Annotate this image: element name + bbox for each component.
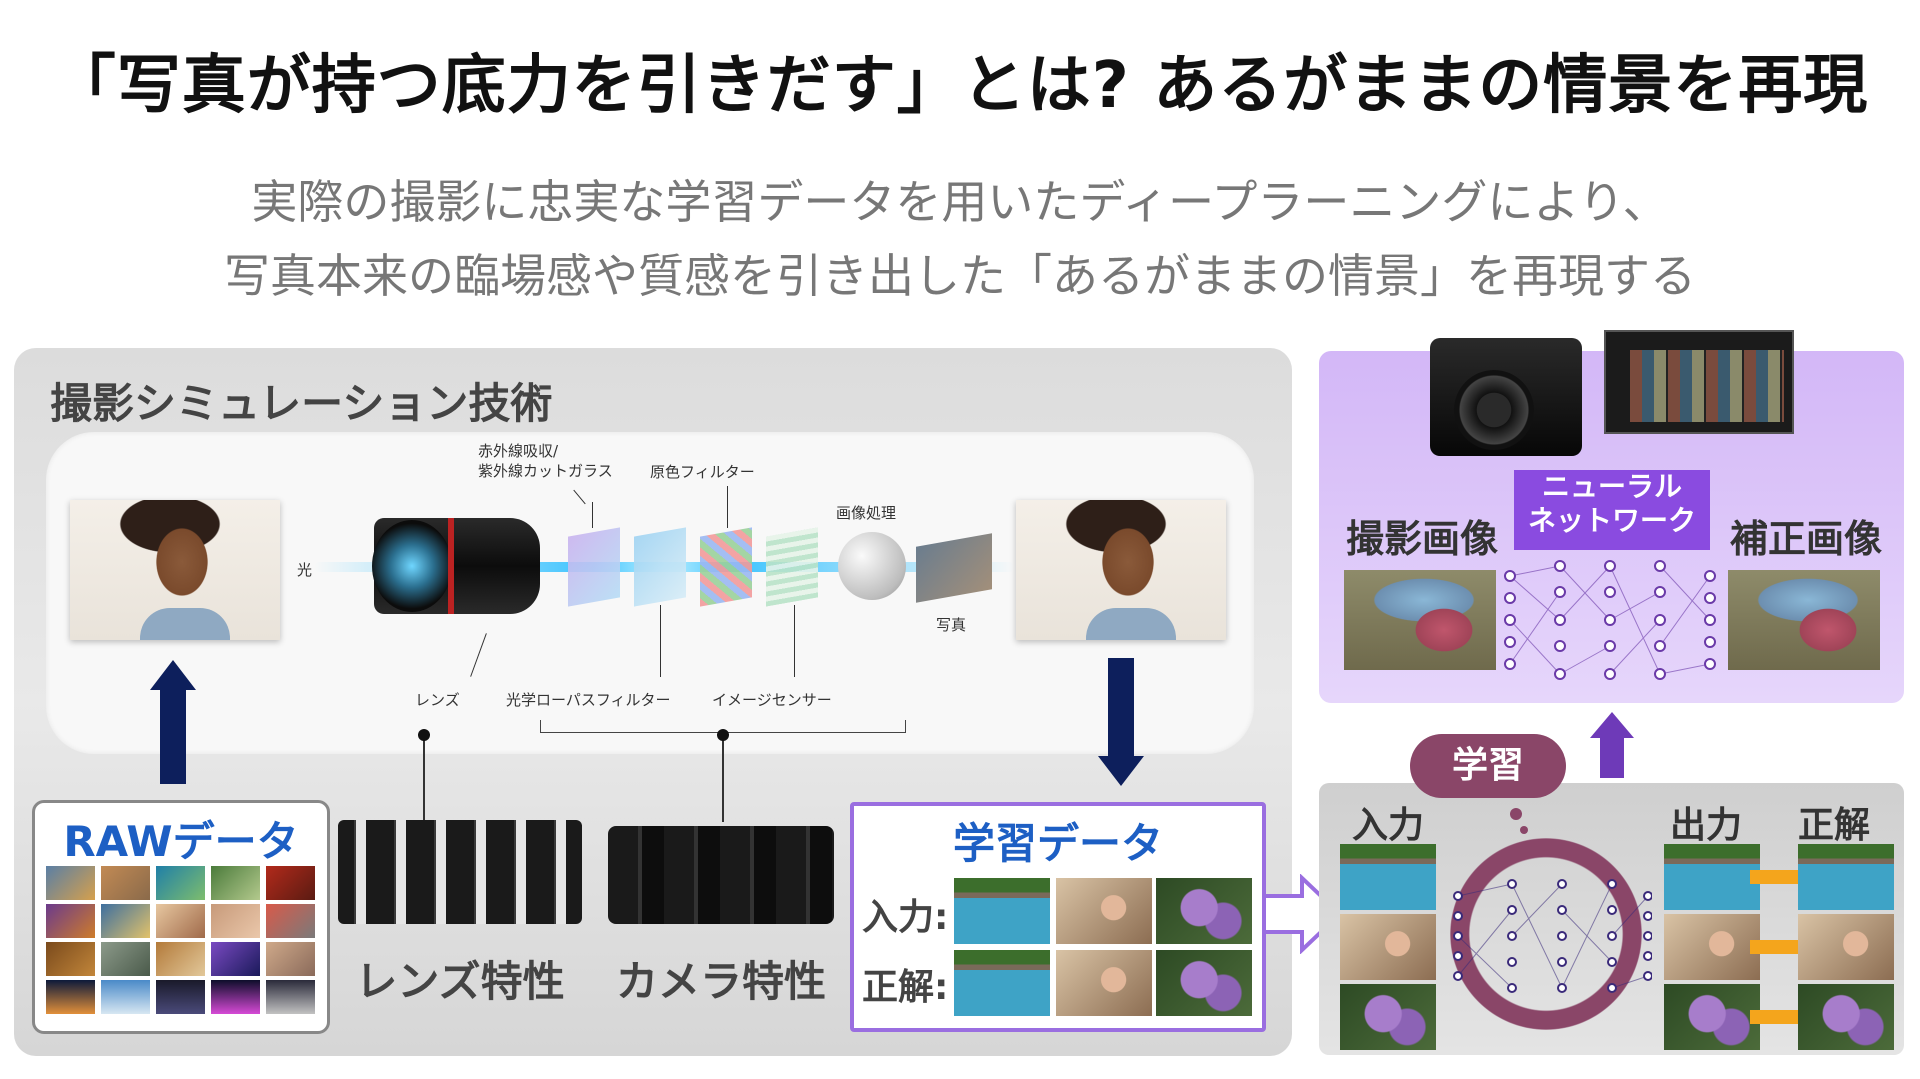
raw-thumb xyxy=(266,942,315,976)
rb-output-door xyxy=(1664,844,1760,910)
rb-output-people xyxy=(1664,914,1760,980)
raw-thumb xyxy=(101,942,150,976)
output-photo xyxy=(1016,500,1226,640)
camera-lens-image xyxy=(1454,370,1534,450)
camera-characteristics-label: カメラ特性 xyxy=(615,957,826,1006)
raw-data-title: RAWデータ xyxy=(63,817,299,866)
rb-answer-people xyxy=(1798,914,1894,980)
training-answer-flower xyxy=(1156,950,1252,1016)
down-arrow-shaft xyxy=(1108,658,1134,758)
software-thumbnails xyxy=(1630,350,1784,422)
cloud-dot xyxy=(1510,808,1522,820)
main-title: 「写真が持つ底力を引きだす」とは? あるがままの情景を再現 xyxy=(51,49,1869,123)
image-processing-label: 画像処理 xyxy=(836,504,897,522)
leader-ir-2 xyxy=(592,502,593,528)
lowpass-filter xyxy=(634,527,686,607)
rb-answer-door xyxy=(1798,844,1894,910)
training-answer-door xyxy=(954,950,1050,1016)
training-input-flower xyxy=(1156,878,1252,944)
compare-arrow xyxy=(1750,940,1798,954)
raw-thumb xyxy=(156,866,205,900)
output-header: 出力 xyxy=(1670,805,1743,846)
raw-thumbnail-grid xyxy=(46,866,318,1014)
down-arrow-head xyxy=(1098,756,1144,786)
primary-color-filter xyxy=(700,527,752,607)
raw-thumb xyxy=(101,904,150,938)
lens-characteristics-label: レンズ特性 xyxy=(355,957,565,1006)
lens-red-ring xyxy=(448,518,454,614)
lens-connector-dot xyxy=(418,729,430,741)
rb-input-door xyxy=(1340,844,1436,910)
up-arrow-head xyxy=(150,660,196,690)
leader-lowpass xyxy=(660,605,661,677)
raw-thumb xyxy=(156,980,205,1014)
raw-thumb xyxy=(211,942,260,976)
leader-primary xyxy=(727,486,728,528)
camera-lineup-image xyxy=(608,826,834,924)
training-answer-label: 正解: xyxy=(862,967,949,1008)
rb-input-flower xyxy=(1340,984,1436,1050)
processing-sphere xyxy=(838,532,906,600)
lowpass-label: 光学ローパスフィルター xyxy=(506,691,671,709)
raw-thumb xyxy=(46,866,95,900)
neural-network-label: ニューラル ネットワーク xyxy=(1514,470,1710,550)
training-data-title: 学習データ xyxy=(952,819,1163,868)
raw-thumb xyxy=(46,980,95,1014)
ir-glass-label: 赤外線吸収/ 紫外線カットガラス xyxy=(478,442,613,480)
purple-arrow-head xyxy=(1590,712,1634,738)
raw-thumb xyxy=(211,866,260,900)
rb-answer-flower xyxy=(1798,984,1894,1050)
photo-label: 写真 xyxy=(936,616,967,634)
compare-arrow xyxy=(1750,1010,1798,1024)
training-input-label: 入力: xyxy=(862,897,949,938)
raw-thumb xyxy=(266,904,315,938)
lens-label: レンズ xyxy=(415,691,460,709)
captured-bird-image xyxy=(1344,570,1496,670)
input-photo xyxy=(70,500,280,640)
light-label: 光 xyxy=(297,561,313,579)
lens-lineup-image xyxy=(338,820,582,924)
raw-thumb xyxy=(46,942,95,976)
sensor-label: イメージセンサー xyxy=(712,691,832,709)
lens-connector xyxy=(423,734,425,834)
neural-network-diagram xyxy=(1504,560,1716,680)
primary-filter-label: 原色フィルター xyxy=(650,463,755,481)
raw-thumb xyxy=(266,866,315,900)
training-input-people xyxy=(1056,878,1152,944)
raw-thumb xyxy=(211,904,260,938)
raw-thumb xyxy=(211,980,260,1014)
subtitle-line-1: 実際の撮影に忠実な学習データを用いたディープラーニングにより、 xyxy=(251,175,1669,229)
subtitle-line-2: 写真本来の臨場感や質感を引き出した「あるがままの情景」を再現する xyxy=(224,249,1696,303)
image-sensor xyxy=(766,527,818,607)
camera-connector-dot xyxy=(717,729,729,741)
leader-sensor xyxy=(794,605,795,677)
ir-glass-filter xyxy=(568,527,620,607)
input-header: 入力 xyxy=(1352,805,1425,846)
cloud-dot xyxy=(1520,826,1528,834)
training-network-diagram xyxy=(1453,879,1652,993)
raw-thumb xyxy=(101,980,150,1014)
rb-input-people xyxy=(1340,914,1436,980)
training-answer-people xyxy=(1056,950,1152,1016)
captured-image-label: 撮影画像 xyxy=(1346,517,1499,561)
raw-thumb xyxy=(101,866,150,900)
camera-connector xyxy=(722,734,724,822)
purple-arrow-shaft xyxy=(1600,736,1624,778)
compare-arrow xyxy=(1750,870,1798,884)
rb-output-flower xyxy=(1664,984,1760,1050)
raw-thumb xyxy=(156,904,205,938)
lens-front-element xyxy=(372,520,452,612)
training-input-door xyxy=(954,878,1050,944)
raw-thumb xyxy=(156,942,205,976)
learning-cloud: 学習 xyxy=(1410,734,1566,798)
corrected-bird-image xyxy=(1728,570,1880,670)
up-arrow-shaft xyxy=(160,688,186,784)
raw-thumb xyxy=(46,904,95,938)
raw-thumb xyxy=(266,980,315,1014)
answer-header: 正解 xyxy=(1798,805,1871,846)
simulation-title: 撮影シミュレーション技術 xyxy=(50,379,553,428)
corrected-image-label: 補正画像 xyxy=(1730,517,1883,561)
